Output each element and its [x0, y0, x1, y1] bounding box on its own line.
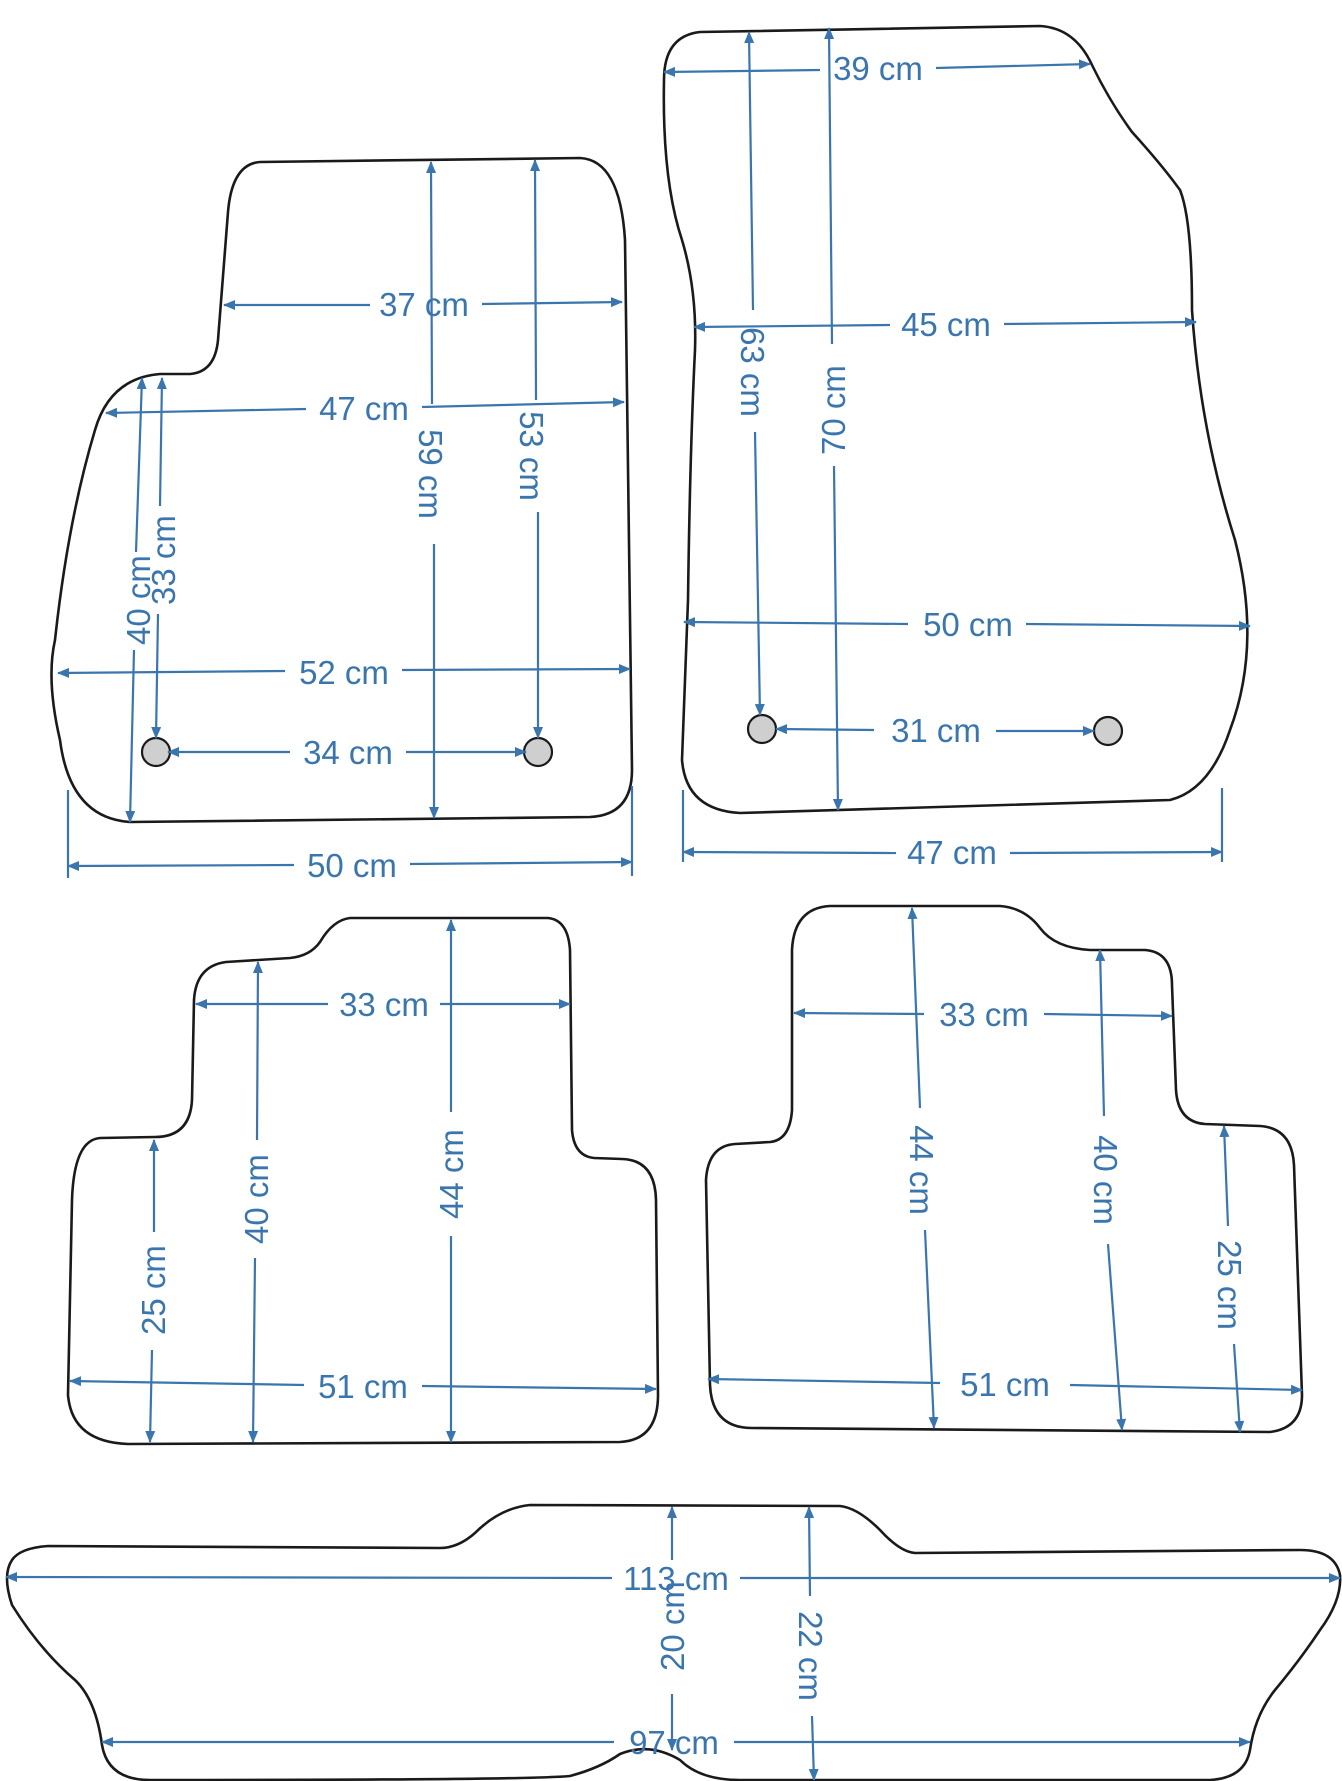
rear-left-dim-40-label: 40 cm	[238, 1154, 275, 1244]
front-right-dim-39-label: 39 cm	[833, 50, 923, 87]
rear-right-dim-44: 44 cm	[903, 907, 940, 1429]
front-left-dim-59-label: 59 cm	[412, 429, 449, 519]
rear-right-dim-51: 51 cm	[707, 1366, 1303, 1403]
rear-left-dim-33-label: 33 cm	[339, 986, 429, 1023]
rear-left-dim-51-label: 51 cm	[318, 1368, 408, 1405]
rear-left-dim-40: 40 cm	[238, 961, 275, 1443]
rear-left-dim-51: 51 cm	[69, 1368, 657, 1405]
rear-right-dim-25: 25 cm	[1211, 1125, 1248, 1433]
third-row-dim-22-label: 22 cm	[792, 1611, 829, 1701]
front-left-dim-47: 47 cm	[105, 390, 625, 427]
third-row-dim-20-label: 20 cm	[654, 1581, 691, 1671]
front-right-dim-39: 39 cm	[663, 50, 1091, 87]
front-left-dim-52: 52 cm	[57, 654, 631, 691]
third-row-dim-113: 113 cm	[5, 1560, 1341, 1597]
front-right-dim-70: 70 cm	[815, 27, 852, 811]
front-left-grommet-left	[140, 736, 172, 768]
rear-left-dim-44-label: 44 cm	[433, 1129, 470, 1219]
rear-right-dim-25-label: 25 cm	[1211, 1240, 1248, 1330]
rear-left-dim-25-label: 25 cm	[135, 1245, 172, 1335]
front-left-dim-37: 37 cm	[223, 286, 623, 323]
rear-right-mat-outline	[704, 904, 1304, 1434]
rear-left-mat-outline	[66, 916, 660, 1446]
rear-right-dim-33-label: 33 cm	[939, 996, 1029, 1033]
rear-right-dim-51-label: 51 cm	[960, 1366, 1050, 1403]
front-right-dim-47: 47 cm	[681, 788, 1224, 871]
front-right-dim-45-label: 45 cm	[901, 306, 991, 343]
front-left-dim-53: 53 cm	[513, 159, 550, 739]
front-right-mat: 39 cm 45 cm 50 cm 31 cm 47 cm 63 cm	[662, 24, 1251, 871]
front-left-dim-50-label: 50 cm	[307, 847, 397, 884]
front-right-grommet-left	[746, 713, 778, 745]
third-row-dim-113-label: 113 cm	[623, 1560, 729, 1597]
front-right-dim-47-label: 47 cm	[907, 834, 997, 871]
front-right-dim-31: 31 cm	[775, 712, 1095, 749]
third-row-dim-20: 20 cm	[654, 1506, 691, 1751]
rear-right-dim-40: 40 cm	[1087, 949, 1127, 1431]
third-row-dim-22: 22 cm	[792, 1506, 829, 1781]
rear-right-mat: 33 cm 51 cm 44 cm 40 cm 25 cm	[704, 904, 1304, 1434]
front-right-dim-50: 50 cm	[683, 606, 1251, 643]
front-left-dim-59: 59 cm	[412, 161, 449, 819]
front-left-dim-53-label: 53 cm	[513, 411, 550, 501]
front-right-dim-50-label: 50 cm	[923, 606, 1013, 643]
rear-right-dim-40-label: 40 cm	[1087, 1135, 1124, 1225]
front-left-mat: 37 cm 47 cm 52 cm 34 cm 50 cm 59 cm	[50, 156, 634, 884]
rear-right-dim-33: 33 cm	[793, 996, 1173, 1033]
third-row-dim-97-label: 97 cm	[629, 1724, 719, 1761]
front-left-mat-outline	[50, 156, 634, 824]
front-left-dim-37-label: 37 cm	[379, 286, 469, 323]
front-left-dim-34-label: 34 cm	[303, 734, 393, 771]
rear-right-dim-44-label: 44 cm	[903, 1125, 940, 1215]
front-right-dim-63-label: 63 cm	[734, 327, 771, 417]
front-left-dim-40-label: 40 cm	[120, 555, 157, 645]
front-right-mat-outline	[662, 24, 1249, 815]
front-left-dim-33: 33 cm	[145, 377, 182, 739]
front-left-dim-50: 50 cm	[66, 786, 634, 884]
front-right-dim-45: 45 cm	[693, 306, 1197, 343]
front-left-dim-40: 40 cm	[120, 377, 157, 823]
front-left-dim-52-label: 52 cm	[299, 654, 389, 691]
third-row-mat-outline	[5, 1503, 1342, 1781]
front-right-grommet-right	[1092, 715, 1124, 747]
front-left-dim-34: 34 cm	[167, 734, 527, 771]
front-left-grommet-right	[522, 736, 554, 768]
rear-left-mat: 33 cm 51 cm 25 cm 40 cm 44 cm	[66, 916, 660, 1446]
front-right-dim-63: 63 cm	[734, 31, 771, 716]
front-right-dim-70-label: 70 cm	[815, 365, 852, 455]
rear-left-dim-44: 44 cm	[433, 919, 470, 1443]
rear-left-dim-25: 25 cm	[135, 1139, 172, 1443]
front-left-dim-47-label: 47 cm	[319, 390, 409, 427]
front-right-dim-31-label: 31 cm	[891, 712, 981, 749]
third-row-mat: 113 cm 97 cm 20 cm 22 cm	[5, 1503, 1342, 1781]
front-left-dim-33-label: 33 cm	[145, 515, 182, 605]
rear-left-dim-33: 33 cm	[195, 986, 571, 1023]
